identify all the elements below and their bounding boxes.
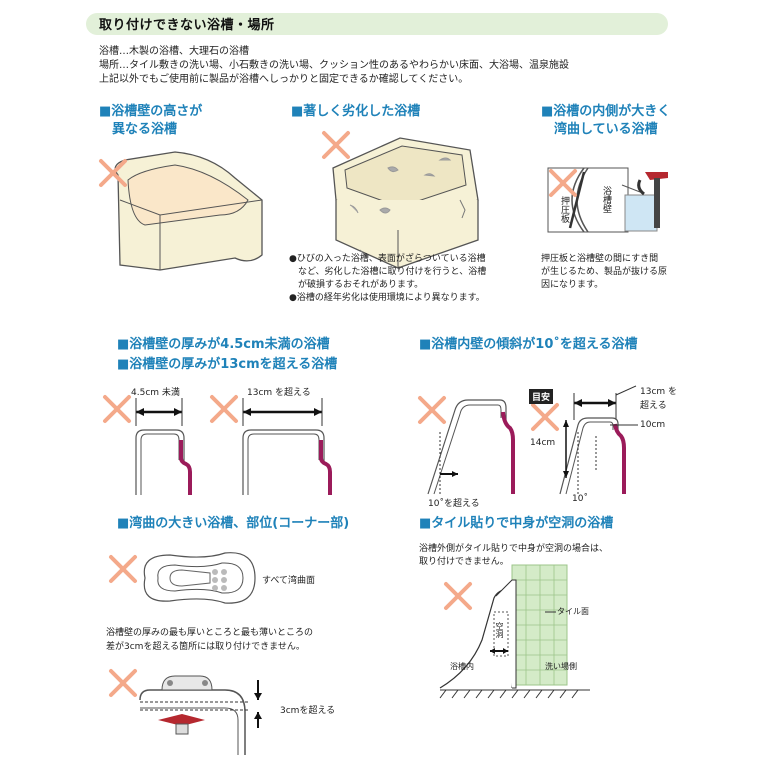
section-title-tile: ■タイル貼りで中身が空洞の浴槽 — [419, 516, 614, 531]
tile-note-1: 浴槽外側がタイル貼りで中身が空洞の場合は、 — [419, 544, 609, 554]
thin-wall-diagram — [135, 398, 192, 495]
label-14cm: 14cm — [530, 438, 556, 448]
section-title-curved-2: 湾曲している浴槽 — [541, 122, 658, 137]
cross-icon — [103, 395, 131, 423]
curved-note-3: 因になります。 — [541, 280, 604, 290]
cross-icon — [444, 582, 472, 610]
label-13cm-1: 13cm を — [640, 387, 678, 397]
tile-hollow-diagram — [439, 564, 590, 699]
tile-note-2: 取り付けできません。 — [419, 557, 509, 567]
label-pressure-plate: 押圧板 — [559, 196, 569, 223]
cross-icon — [531, 403, 559, 431]
label-angle-exceed: 10˚を超える — [428, 499, 480, 509]
section-title-thickness-2: ■浴槽壁の厚みが13cmを超える浴槽 — [117, 357, 338, 372]
cross-icon — [322, 131, 350, 159]
corner-note-1: 浴槽壁の厚みの最も厚いところと最も薄いところの — [106, 628, 314, 638]
intro-line-3: 上記以外でもご使用前に製品が浴槽へしっかりと固定できるか確認してください。 — [99, 74, 469, 85]
label-hollow: 空洞 — [495, 622, 504, 638]
intro-line-2: 場所…タイル敷きの洗い場、小石敷きの洗い場、クッション性のあるやわらかい床面、大… — [99, 60, 569, 71]
curved-tub-topview — [143, 552, 256, 604]
label-wash-area: 洗い場側 — [545, 662, 577, 671]
label-thin: 4.5cm 未満 — [131, 388, 180, 398]
section-title-thickness-1: ■浴槽壁の厚みが4.5cm未満の浴槽 — [117, 337, 330, 352]
label-tile-surface: タイル面 — [557, 607, 589, 616]
label-tub-wall: 浴槽壁 — [601, 186, 611, 213]
label-3cm: 3cmを超える — [280, 706, 336, 716]
aged-note-1: ●ひびの入った浴槽、表面がざらついている浴槽 — [289, 254, 486, 264]
thick-wall-diagram — [242, 398, 332, 495]
aged-note-3: が破損するおそれがあります。 — [289, 280, 424, 290]
header-banner — [86, 13, 668, 35]
section-title-incline: ■浴槽内壁の傾斜が10˚を超える浴槽 — [419, 337, 638, 352]
label-13cm-2: 超える — [640, 401, 667, 411]
label-thick: 13cm を超える — [247, 388, 311, 398]
guide-badge: 目安 — [529, 389, 554, 404]
section-title-aged: ■著しく劣化した浴槽 — [291, 104, 421, 119]
curved-note-2: が生じるため、製品が抜ける原 — [541, 267, 668, 277]
section-title-height-2: 異なる浴槽 — [99, 122, 178, 137]
uneven-height-tub — [114, 151, 263, 271]
label-10deg: 10˚ — [572, 494, 588, 504]
label-tub-inside: 浴槽内 — [450, 662, 474, 671]
intro-line-1: 浴槽…木製の浴槽、大理石の浴槽 — [99, 46, 249, 57]
cross-icon — [210, 395, 238, 423]
aged-note-4: ●浴槽の経年劣化は使用環境により異なります。 — [289, 293, 485, 303]
thickness-difference-diagram — [139, 675, 262, 755]
corner-note-2: 差が3cmを超える箇所には取り付けできません。 — [106, 642, 305, 652]
label-10cm: 10cm — [640, 420, 666, 430]
incline-diagram — [427, 399, 515, 495]
curved-note-1: 押圧板と浴槽壁の間にすき間 — [541, 254, 659, 264]
cross-icon — [109, 669, 137, 697]
section-title-height-1: ■浴槽壁の高さが — [99, 104, 203, 119]
label-all-curved: すべて湾曲面 — [262, 576, 316, 586]
aged-note-2: など、劣化した浴槽に取り付けを行うと、浴槽 — [289, 267, 487, 277]
page-title: 取り付けできない浴槽・場所 — [99, 18, 275, 33]
cross-icon — [418, 396, 446, 424]
section-title-curved-1: ■浴槽の内側が大きく — [541, 104, 671, 119]
incline-reference-diagram — [559, 385, 638, 495]
aged-tub — [332, 137, 479, 269]
cross-icon — [109, 555, 137, 583]
section-title-corner: ■湾曲の大きい浴槽、部位(コーナー部) — [117, 516, 350, 531]
